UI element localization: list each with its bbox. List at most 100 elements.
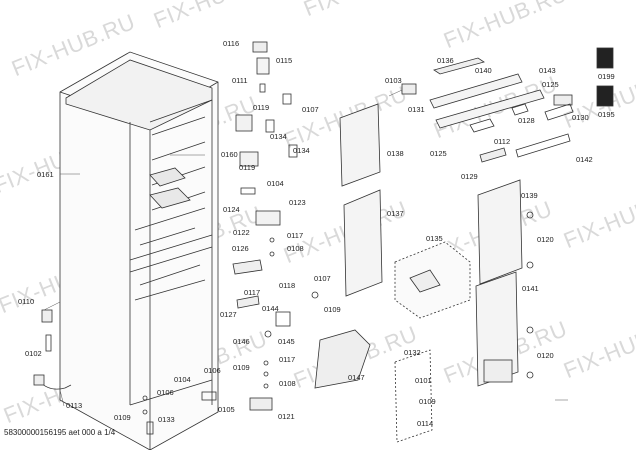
callout-0107: 0107 — [302, 105, 319, 114]
callout-0129: 0129 — [461, 172, 478, 181]
callout-0126: 0126 — [232, 244, 249, 253]
callout-0108: 0108 — [287, 244, 304, 253]
part-0108 — [269, 251, 275, 257]
part-0132 — [394, 349, 433, 443]
part-0144 — [275, 311, 291, 327]
callout-0104: 0104 — [267, 179, 284, 188]
part-0128 — [511, 103, 529, 116]
callout-0123: 0123 — [289, 198, 306, 207]
callout-0131: 0131 — [408, 105, 425, 114]
part-0145 — [264, 330, 272, 338]
part-0121 — [249, 397, 273, 411]
callout-0147: 0147 — [348, 373, 365, 382]
callout-0120: 0120 — [537, 235, 554, 244]
callout-0111: 0111 — [232, 76, 248, 85]
callout-0119: 0119 — [239, 163, 256, 172]
part-0131 — [469, 118, 495, 133]
part-0103 — [401, 83, 417, 95]
part-0139 — [477, 179, 523, 285]
part-0147 — [314, 329, 371, 389]
callout-0138: 0138 — [387, 149, 404, 158]
part-0117 — [269, 237, 275, 243]
glove-icon — [596, 47, 614, 69]
refrigerator-cabinet — [59, 51, 219, 450]
callout-0137: 0137 — [387, 209, 404, 218]
spring-icon — [596, 85, 614, 107]
callout-0106: 0106 — [204, 366, 221, 375]
part-0129 — [479, 147, 507, 163]
part-0126 — [232, 259, 263, 275]
callout-0160: 0160 — [221, 150, 238, 159]
callout-0144: 0144 — [262, 304, 279, 313]
callout-0127: 0127 — [220, 310, 237, 319]
callout-0140: 0140 — [475, 66, 492, 75]
part-0134 — [265, 119, 275, 133]
callout-0139: 0139 — [521, 191, 538, 200]
part-0105 — [201, 391, 217, 401]
callout-0102: 0102 — [25, 349, 42, 358]
part-0107 — [282, 93, 292, 105]
callout-0108: 0108 — [279, 379, 296, 388]
part-0116 — [252, 41, 268, 53]
part-0104 — [240, 187, 256, 195]
part-0140 — [429, 73, 523, 109]
callout-0120: 0120 — [537, 351, 554, 360]
part-0119 — [235, 114, 253, 132]
part-0123 — [255, 210, 281, 226]
callout-0103: 0103 — [385, 76, 402, 85]
callout-0199: 0199 — [598, 72, 615, 81]
part-0143 — [435, 89, 545, 129]
callout-0117: 0117 — [279, 355, 296, 364]
document-footer: 58300000156195 aet 000 a 1/4 — [4, 428, 116, 437]
callout-0142: 0142 — [576, 155, 593, 164]
callout-0130: 0130 — [572, 113, 589, 122]
callout-0104: 0104 — [174, 375, 191, 384]
part-0141 — [475, 271, 519, 387]
callout-0117: 0117 — [287, 231, 304, 240]
callout-0118: 0118 — [279, 281, 296, 290]
callout-0146: 0146 — [233, 337, 250, 346]
callout-0195: 0195 — [598, 110, 615, 119]
callout-0122: 0122 — [233, 228, 250, 237]
callout-0107: 0107 — [314, 274, 331, 283]
part-0107b — [311, 291, 319, 299]
callout-0135: 0135 — [426, 234, 443, 243]
callout-0145: 0145 — [278, 337, 295, 346]
callout-0109: 0109 — [233, 363, 250, 372]
callout-0110: 0110 — [18, 297, 35, 306]
callout-0119: 0119 — [253, 103, 270, 112]
part-0136 — [433, 57, 485, 75]
callout-0136: 0136 — [437, 56, 454, 65]
part-0127 — [236, 295, 260, 309]
callout-0113: 0113 — [66, 401, 83, 410]
callout-0128: 0128 — [518, 116, 535, 125]
callout-0125: 0125 — [430, 149, 447, 158]
callout-0105: 0105 — [218, 405, 235, 414]
part-0133 — [146, 421, 154, 435]
callout-0116: 0116 — [223, 39, 240, 48]
callout-0115: 0115 — [276, 56, 293, 65]
callout-0121: 0121 — [278, 412, 295, 421]
callout-0112: 0112 — [494, 137, 511, 146]
part-0102 — [45, 334, 52, 352]
part-0111 — [259, 83, 266, 93]
callout-0109: 0109 — [114, 413, 131, 422]
part-0110 — [41, 309, 53, 323]
callout-0124: 0124 — [223, 205, 240, 214]
callout-0101: 0101 — [415, 376, 432, 385]
part-0130 — [544, 103, 574, 121]
part-0115 — [256, 57, 270, 75]
callout-0114: 0114 — [417, 419, 434, 428]
callout-0143: 0143 — [539, 66, 556, 75]
callout-0117: 0117 — [244, 288, 261, 297]
part-0119b — [239, 151, 259, 167]
part-0134b — [288, 144, 298, 158]
part-0138 — [339, 103, 381, 187]
callout-0133: 0133 — [158, 415, 175, 424]
callout-0161: 0161 — [37, 170, 54, 179]
callout-0109: 0109 — [324, 305, 341, 314]
callout-0125: 0125 — [542, 80, 559, 89]
callout-0109: 0109 — [419, 397, 436, 406]
